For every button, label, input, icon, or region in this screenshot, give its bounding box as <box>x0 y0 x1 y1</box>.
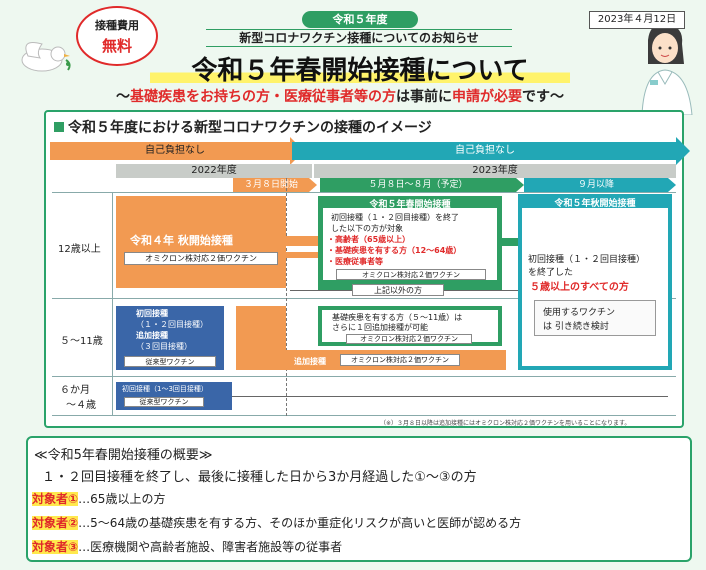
summary-target1: 対象者①…65歳以上の方 <box>32 490 165 507</box>
row-divider <box>52 415 676 416</box>
date-september: ９月以降 <box>524 178 668 192</box>
infant-first-shot: 初回接種（1～3回目接種） <box>122 385 208 393</box>
connector-bar <box>286 236 318 246</box>
autumn-line1: 初回接種（１・２回目接種） <box>528 255 646 265</box>
infant-conventional-vaccine: 従来型ワクチン <box>124 397 204 407</box>
spring-line2: した以下の方が対象 <box>331 224 403 233</box>
child-add-shot-vaccine: オミクロン株対応２価ワクチン <box>340 354 460 366</box>
infant-continuation-line <box>232 396 668 397</box>
target1-label: 対象者① <box>32 492 79 506</box>
autumn-2022-title: 令和４年 秋開始接種 <box>130 234 233 247</box>
child-first-shot: 初回接種 <box>136 309 168 318</box>
child-add-shot-sub: （３回目接種） <box>136 342 192 351</box>
arrow-right-icon <box>676 137 690 165</box>
cost-free-badge: 接種費用 無料 <box>76 6 158 66</box>
autumn-2023-content: 初回接種（１・２回目接種） を終了した ５歳以上のすべての方 使用するワクチン … <box>522 208 668 366</box>
spring-elderly: ・高齢者（65歳以上） <box>327 235 411 244</box>
diagram-footnote: （※）３月８日以降は追加接種にはオミクロン株対応２価ワクチンを用いることになりま… <box>380 420 631 427</box>
spring-2023-title: 令和５年春開始接種 <box>369 200 451 210</box>
march8-dashed-line <box>286 178 287 416</box>
target1-desc: …65歳以上の方 <box>78 492 166 506</box>
fiscal-year-pill: 令和５年度 <box>302 11 418 28</box>
diagram-title: 令和５年度における新型コロナワクチンの接種のイメージ <box>54 117 654 137</box>
other-people-line <box>290 290 670 291</box>
spring-2023-content: 初回接種（１・２回目接種）を終了 した以下の方が対象 ・高齢者（65歳以上） ・… <box>323 208 497 280</box>
summary-box: ≪令和5年春開始接種の概要≫ １・２回目接種を終了し、最後に接種した日から3か月… <box>26 436 692 562</box>
year-2023-header: 2023年度 <box>314 164 676 178</box>
square-bullet-icon <box>54 122 64 132</box>
row-divider <box>52 376 676 377</box>
child-spring-line1: 基礎疾患を有する方（５～11歳）は <box>332 313 463 322</box>
row-label-12plus: 12歳以上 <box>58 244 101 255</box>
summary-heading: ≪令和5年春開始接種の概要≫ <box>34 448 213 463</box>
target2-desc: …5～64歳の基礎疾患を有する方、そのほか重症化リスクが高いと医師が認める方 <box>78 516 522 530</box>
subtitle-prefix: ～ <box>116 89 130 105</box>
child-add-shot: 追加接種 <box>136 331 168 340</box>
free-band-2023: 自己負担なし <box>292 142 678 160</box>
autumn-2023-title: 令和５年秋開始接種 <box>554 199 636 209</box>
child-spring-vaccine: オミクロン株対応２価ワクチン <box>346 334 472 344</box>
connector-bar <box>286 252 318 258</box>
badge-label: 接種費用 <box>95 19 139 32</box>
subtitle-application-required: 申請が必要 <box>452 89 522 105</box>
child-add-shot-label: 追加接種 <box>294 357 326 366</box>
target3-desc: …医療機関や高齢者施設、障害者施設等の従事者 <box>78 540 343 554</box>
date-may-august: ５月８日～８月（予定） <box>320 178 516 192</box>
autumn-2022-block: 令和４年 秋開始接種 <box>116 196 286 288</box>
autumn-target: ５歳以上のすべての方 <box>530 282 629 293</box>
row-label-to4: ～４歳 <box>66 400 96 411</box>
notice-heading: 新型コロナワクチン接種についてのお知らせ <box>206 29 512 47</box>
page-title: 令和５年春開始接種について <box>150 50 570 86</box>
subtitle-middle: は事前に <box>396 89 452 105</box>
autumn-2022-vaccine: オミクロン株対応２価ワクチン <box>124 252 278 265</box>
issue-date: 2023年４月12日 <box>589 11 685 29</box>
year-2022-header: 2022年度 <box>116 164 312 178</box>
summary-intro: １・２回目接種を終了し、最後に接種した日から3か月経過した①～③の方 <box>42 470 477 485</box>
child-spring-line2: さらに１回追加接種が可能 <box>332 323 428 332</box>
summary-target2: 対象者②…5～64歳の基礎疾患を有する方、そのほか重症化リスクが高いと医師が認め… <box>32 514 521 531</box>
arrow-right-icon <box>516 178 524 192</box>
spring-underlying: ・基礎疾患を有する方（12～64歳） <box>327 246 462 255</box>
child-first-shot-sub: （１・２回目接種） <box>136 320 208 329</box>
child-orange-block <box>236 306 286 370</box>
autumn-vaccine-box: 使用するワクチン は 引き続き検討 <box>534 300 656 336</box>
diagram-title-text: 令和５年度における新型コロナワクチンの接種のイメージ <box>68 120 432 136</box>
badge-value: 無料 <box>101 37 132 55</box>
column-divider <box>112 192 113 415</box>
summary-target3: 対象者③…医療機関や高齢者施設、障害者施設等の従事者 <box>32 538 342 555</box>
row-divider <box>52 192 676 193</box>
arrow-right-icon <box>309 178 317 192</box>
other-people-label: 上記以外の方 <box>352 284 444 296</box>
dove-illustration <box>21 42 71 72</box>
target3-label: 対象者③ <box>32 540 79 554</box>
child-conventional-vaccine: 従来型ワクチン <box>124 356 216 367</box>
spring-vaccine: オミクロン株対応２価ワクチン <box>336 269 486 280</box>
page-subtitle: ～基礎疾患をお持ちの方・医療従事者等の方は事前に申請が必要です～ <box>40 86 640 106</box>
spring-medical: ・医療従事者等 <box>327 257 383 266</box>
row-divider <box>52 298 676 299</box>
autumn-vaccine-line1: 使用するワクチン <box>543 308 616 318</box>
spring-line1: 初回接種（１・２回目接種）を終了 <box>331 213 459 222</box>
subtitle-target-people: 基礎疾患をお持ちの方・医療従事者等の方 <box>130 89 396 105</box>
target2-label: 対象者② <box>32 516 79 530</box>
free-band-2022: 自己負担なし <box>50 142 300 160</box>
connector-bar <box>502 238 518 246</box>
arrow-right-icon <box>668 178 676 192</box>
autumn-line2: を終了した <box>528 268 574 278</box>
subtitle-suffix: です～ <box>522 89 564 105</box>
date-march8: ３月８日開始 <box>233 178 309 192</box>
autumn-vaccine-line2: は 引き続き検討 <box>543 322 609 332</box>
row-label-5to11: ５～11歳 <box>60 336 103 347</box>
nurse-illustration <box>641 23 693 115</box>
row-label-6m: ６か月 <box>60 385 90 396</box>
